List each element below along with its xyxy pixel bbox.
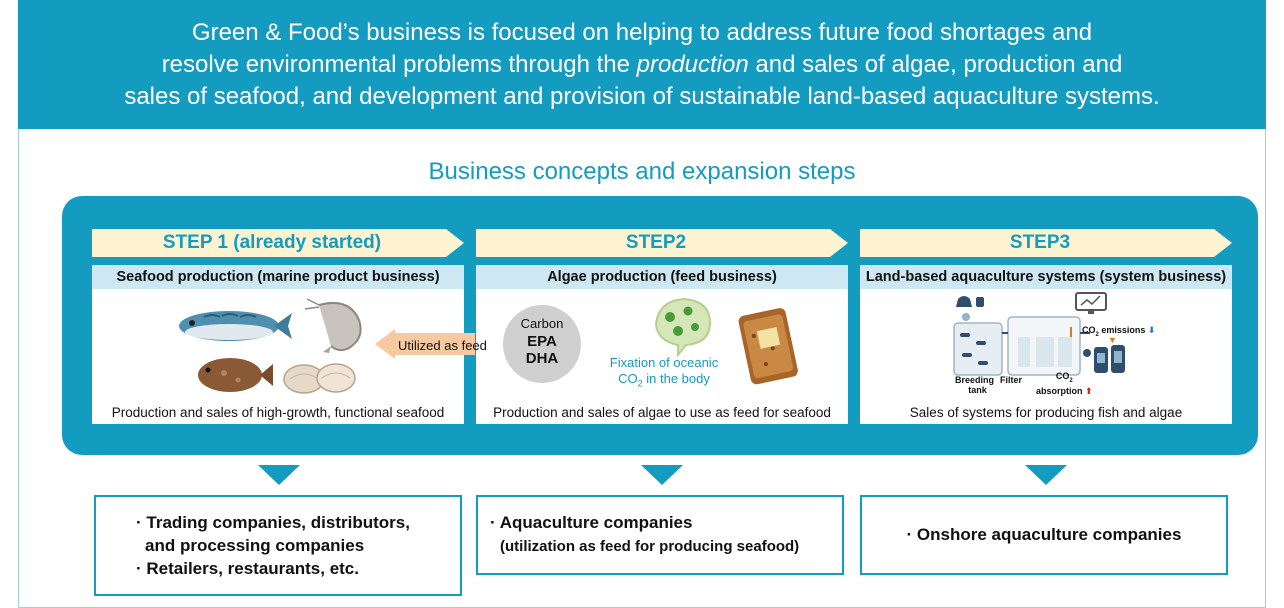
section-title: Business concepts and expansion steps bbox=[428, 158, 856, 185]
target-1-line-3: · Retailers, restaurants, etc. bbox=[136, 559, 359, 578]
fixation-text: Fixation of oceanic CO2 in the body bbox=[609, 355, 719, 389]
step-3-subheader: Land-based aquaculture systems (system b… bbox=[860, 265, 1232, 289]
feed-arrow-icon bbox=[375, 329, 475, 359]
step-1: STEP 1 (already started) Seafood product… bbox=[92, 229, 464, 424]
flatfish-icon bbox=[198, 358, 273, 392]
step-2: STEP2 Algae production (feed business) P… bbox=[476, 229, 848, 424]
target-2-line-1: · Aquaculture companies bbox=[490, 513, 693, 532]
target-box-2: · Aquaculture companies (utilization as … bbox=[476, 495, 844, 575]
down-arrow-icon bbox=[258, 465, 300, 485]
step-2-header-label: STEP2 bbox=[625, 232, 687, 253]
feed-bag-icon bbox=[738, 308, 798, 385]
circle-carbon: Carbon bbox=[520, 316, 564, 331]
step-3: STEP3 Land-based aquaculture systems (sy… bbox=[860, 229, 1232, 424]
monitor-icon bbox=[1075, 292, 1107, 314]
banner-line-1: Green & Food’s business is focused on he… bbox=[191, 18, 1093, 46]
clam-icon bbox=[283, 363, 356, 394]
shrimp-icon bbox=[304, 298, 362, 353]
step-3-header-label: STEP3 bbox=[1009, 232, 1071, 253]
target-box-3: · Onshore aquaculture companies bbox=[860, 495, 1228, 575]
target-1-line-1: · Trading companies, distributors, bbox=[136, 513, 410, 532]
nutrient-circle: Carbon EPA DHA bbox=[503, 305, 581, 383]
step-2-card: Algae production (feed business) Product… bbox=[476, 265, 848, 424]
target-box-1: · Trading companies, distributors, and p… bbox=[94, 495, 462, 596]
step-3-card: Land-based aquaculture systems (system b… bbox=[860, 265, 1232, 424]
step-3-header: STEP3 bbox=[860, 229, 1232, 257]
step-2-description: Production and sales of algae to use as … bbox=[493, 405, 831, 420]
algae-dish-icon bbox=[654, 297, 712, 357]
mackerel-fish-icon bbox=[179, 311, 292, 341]
step-1-header-label: STEP 1 (already started) bbox=[162, 232, 382, 253]
emissions-down-icon: ▼ bbox=[1108, 335, 1117, 345]
down-arrow-icon bbox=[641, 465, 683, 485]
step-3-description: Sales of systems for producing fish and … bbox=[909, 405, 1183, 420]
down-arrow-icon bbox=[1025, 465, 1067, 485]
circle-epa: EPA bbox=[527, 333, 557, 350]
step-1-subheader: Seafood production (marine product busin… bbox=[92, 265, 464, 289]
target-3-line-1: · Onshore aquaculture companies bbox=[906, 525, 1182, 544]
co2-emissions-label: CO2 emissions ⬇ bbox=[1082, 325, 1156, 338]
aquaculture-system-icon bbox=[953, 296, 1125, 376]
filter-label: Filter bbox=[1000, 375, 1023, 385]
circle-dha: DHA bbox=[525, 350, 559, 367]
step-1-header: STEP 1 (already started) bbox=[92, 229, 464, 257]
intro-banner: Green & Food’s business is focused on he… bbox=[18, 0, 1266, 129]
step-1-description: Production and sales of high-growth, fun… bbox=[111, 405, 445, 420]
step-2-subheader: Algae production (feed business) bbox=[476, 265, 848, 289]
target-2-line-2: (utilization as feed for producing seafo… bbox=[500, 538, 800, 555]
feed-arrow-label: Utilized as feed bbox=[398, 338, 487, 353]
banner-line-2: resolve environmental problems through t… bbox=[161, 50, 1123, 78]
step-2-header: STEP2 bbox=[476, 229, 848, 257]
banner-line-3: sales of seafood, and development and pr… bbox=[124, 82, 1160, 110]
target-1-line-2: and processing companies bbox=[145, 536, 365, 555]
